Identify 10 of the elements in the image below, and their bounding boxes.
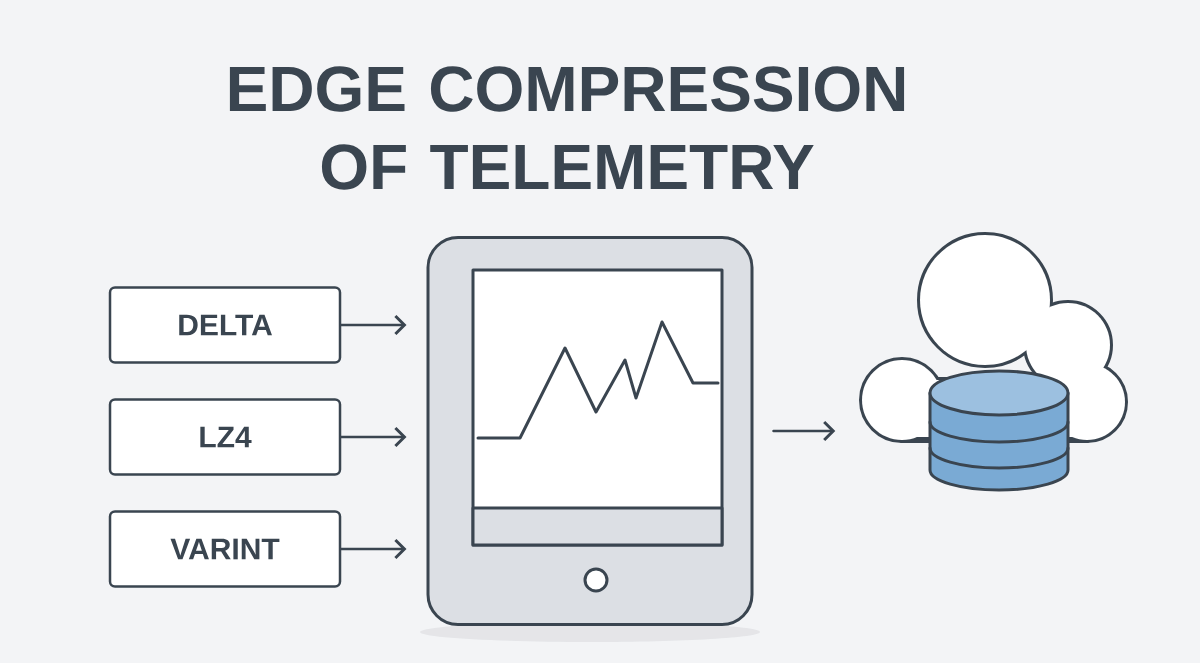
label-box: DELTA: [108, 286, 342, 364]
arrow: [340, 538, 407, 560]
label-box: LZ4: [108, 398, 342, 476]
arrow: [340, 314, 407, 336]
tablet-drawing: [420, 236, 760, 642]
arrow: [340, 426, 407, 448]
cloud-database-drawing: [859, 232, 1128, 492]
label-box: VARINT: [108, 510, 342, 588]
arrow: [772, 420, 836, 442]
title: EDGE COMPRESSION OF TELEMETRY: [229, 66, 905, 190]
